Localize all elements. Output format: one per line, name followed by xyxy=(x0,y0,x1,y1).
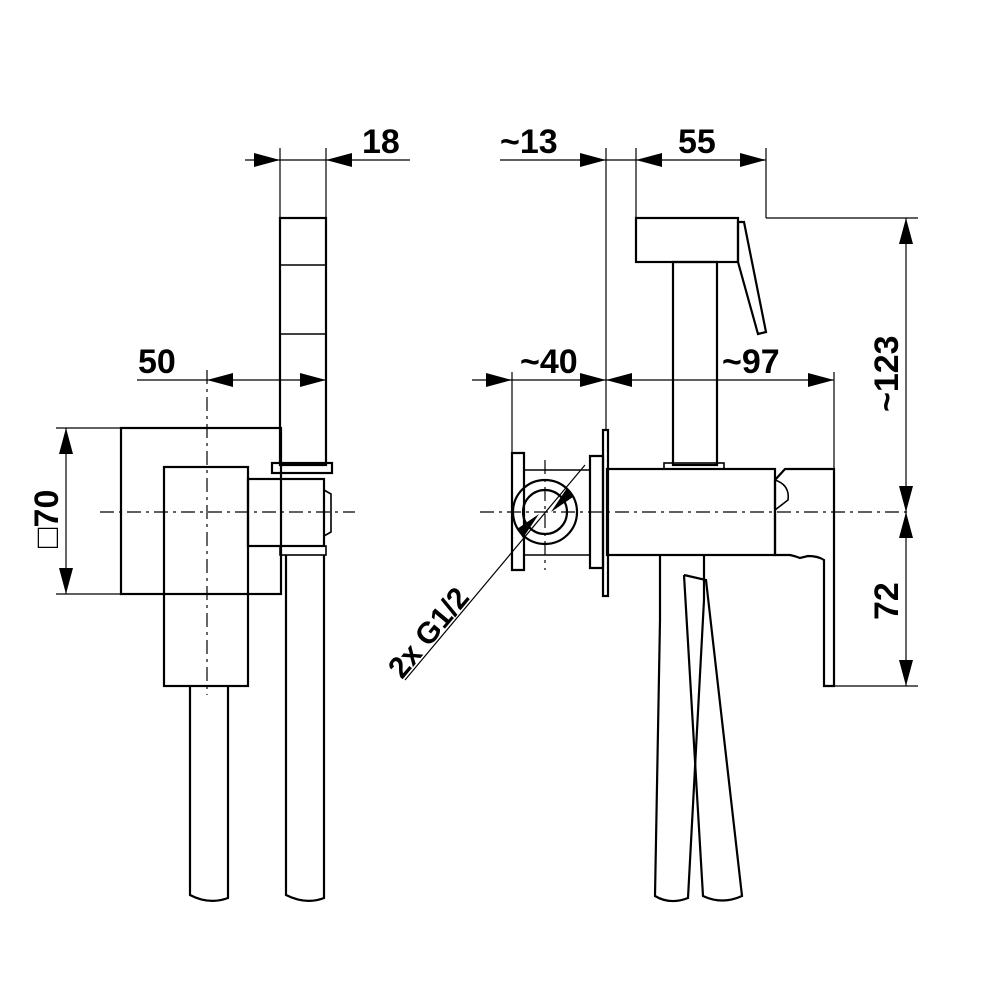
dim-55-arrow-left xyxy=(636,153,662,167)
side-wall-plate xyxy=(119,426,283,596)
thread-leader-line xyxy=(404,464,586,681)
dim-50-arrow-left xyxy=(207,373,233,387)
dim-72-arrow-bottom xyxy=(899,660,913,686)
dim-72-arrow-top xyxy=(899,512,913,538)
side-holder-lip xyxy=(323,489,332,537)
side-hand-shower xyxy=(278,216,328,467)
dim-97-label: ~97 xyxy=(722,343,780,381)
side-hose-left xyxy=(188,686,230,902)
dim-55-arrow-right xyxy=(740,153,766,167)
side-holder-cap xyxy=(270,461,334,475)
dim-70-label: □70 xyxy=(28,490,66,548)
dim-18-arrow-left xyxy=(254,153,280,167)
front-connector-lug xyxy=(510,451,526,572)
dim-18-arrow-right xyxy=(326,153,352,167)
dim-70-arrow-top xyxy=(59,428,73,454)
dim-40-label: ~40 xyxy=(520,343,578,381)
dim-72-label: 72 xyxy=(868,582,906,620)
front-view: ~13 55 ~40 ~97 ~123 72 2x G1/2 xyxy=(382,123,918,903)
dim-50-arrow-right xyxy=(300,373,326,387)
front-lever xyxy=(773,467,836,688)
dim-70-arrow-bottom xyxy=(59,568,73,594)
thread-arrow-outer xyxy=(551,488,573,512)
dim-55-label: 55 xyxy=(678,123,716,161)
dim-40-arrow-right xyxy=(580,373,606,387)
dim-97-arrow-right xyxy=(808,373,834,387)
front-hose-left xyxy=(653,555,706,903)
dim-13-label: ~13 xyxy=(500,123,558,161)
side-holder-base xyxy=(279,545,327,556)
dim-13-arrow xyxy=(580,153,606,167)
side-valve-body xyxy=(162,465,250,688)
front-shower-head xyxy=(634,216,740,264)
dim-18-label: 18 xyxy=(362,123,400,161)
front-shower-handle xyxy=(671,260,719,467)
front-shower-trigger xyxy=(736,220,768,336)
dim-123-arrow-bottom xyxy=(899,486,913,512)
dim-40-arrow-left xyxy=(486,373,512,387)
front-lever-detail xyxy=(774,479,790,511)
front-connector-bridge xyxy=(524,469,590,556)
thread-arrow-inner xyxy=(517,514,539,538)
dim-97-arrow-left xyxy=(606,373,632,387)
side-holder-bracket xyxy=(246,477,326,548)
front-connector-plate xyxy=(588,454,605,570)
dim-50-label: 50 xyxy=(138,343,176,381)
dim-123-arrow-top xyxy=(899,218,913,244)
dim-123-label: ~123 xyxy=(868,335,906,412)
side-view: 18 50 □70 xyxy=(28,123,410,902)
front-hose-right xyxy=(682,573,744,902)
thread-note-label: 2x G1/2 xyxy=(382,582,476,685)
side-hose-right xyxy=(284,555,326,902)
